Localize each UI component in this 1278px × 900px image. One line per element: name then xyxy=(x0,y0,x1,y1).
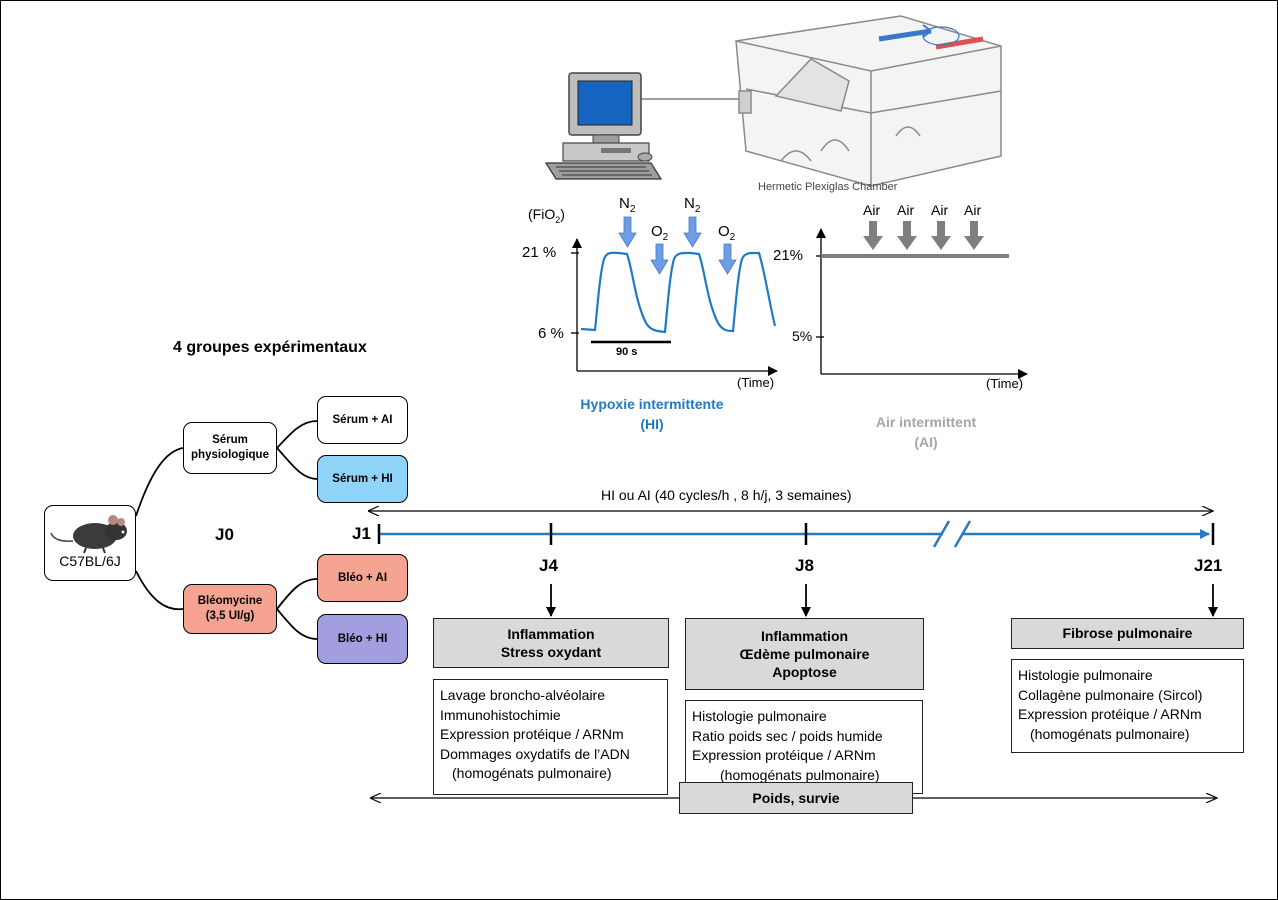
group-tree-lines xyxy=(135,420,318,640)
chamber-icon xyxy=(735,15,1002,187)
air-label-2: Air xyxy=(897,202,915,218)
day-j21: J21 xyxy=(1194,556,1223,575)
j4-outcome-line: Inflammation xyxy=(507,625,595,642)
j8-outcome-line: Œdème pulmonaire xyxy=(739,645,870,662)
computer-icon xyxy=(544,72,741,180)
serum-box: Sérum physiologique xyxy=(183,422,277,474)
mouse-icon xyxy=(50,515,127,554)
j21-method: Expression protéique / ARNm xyxy=(1018,706,1202,722)
j8-outcome-line: Apoptose xyxy=(772,664,837,681)
weight-survival-label: Poids, survie xyxy=(752,789,840,806)
serum-label-1: Sérum xyxy=(212,434,248,447)
hi-bracket-label: 90 s xyxy=(616,346,638,358)
mouse-strain-box: C57BL/6J xyxy=(44,505,136,581)
bleo-hi-box: Bléo + HI xyxy=(317,614,408,664)
day-j8: J8 xyxy=(795,556,814,575)
air-label-4: Air xyxy=(964,202,982,218)
ai-ytick-5: 5% xyxy=(792,328,813,344)
j21-method: Collagène pulmonaire (Sircol) xyxy=(1018,686,1203,703)
protocol-label: HI ou AI (40 cycles/h , 8 h/j, 3 semaine… xyxy=(601,487,852,503)
bleo-label-2: (3,5 UI/g) xyxy=(205,610,255,622)
j4-outcome-box: Inflammation Stress oxydant xyxy=(433,618,669,668)
ai-xlabel: (Time) xyxy=(986,376,1024,391)
j4-method: Lavage broncho-alvéolaire xyxy=(440,687,605,703)
j21-method: Histologie pulmonaire xyxy=(1018,667,1153,683)
j8-method: Ratio poids sec / poids humide xyxy=(692,727,883,744)
n2-label-2: N2 xyxy=(684,195,701,215)
air-label-3: Air xyxy=(931,202,949,218)
hi-ytick-6: 6 % xyxy=(538,325,564,342)
bleo-ai-box: Bléo + AI xyxy=(317,554,408,602)
j8-outcome-line: Inflammation xyxy=(760,627,849,644)
hi-chart xyxy=(571,216,778,376)
j21-outcome-box: Fibrose pulmonaire xyxy=(1011,618,1244,649)
j4-methods-box: Lavage broncho-alvéolaire Immunohistochi… xyxy=(433,679,668,795)
air-label-1: Air xyxy=(863,202,881,218)
j4-method: Dommages oxydatifs de l’ADN xyxy=(440,745,630,762)
j4-outcome-line: Stress oxydant xyxy=(500,644,602,660)
j21-methods-box: Histologie pulmonaire Collagène pulmonai… xyxy=(1011,659,1244,753)
j4-method: Immunohistochimie xyxy=(440,706,561,723)
ai-chart xyxy=(816,221,1028,379)
serum-hi-box: Sérum + HI xyxy=(317,455,408,503)
groups-title: 4 groupes expérimentaux xyxy=(173,339,367,356)
day-j0: J0 xyxy=(215,525,234,544)
j4-method: Expression protéique / ARNm xyxy=(440,726,624,742)
j8-outcome-box: Inflammation Œdème pulmonaire Apoptose xyxy=(685,618,924,690)
timeline xyxy=(377,520,1215,548)
ai-title: Air intermittent(AI) xyxy=(875,414,977,450)
j21-method: (homogénats pulmonaire) xyxy=(1030,725,1190,742)
o2-label-1: O2 xyxy=(651,223,669,243)
ai-ytick-21: 21% xyxy=(773,247,804,264)
hi-ytick-21: 21 % xyxy=(522,244,557,261)
day-j1: J1 xyxy=(352,524,371,543)
j8-method: (homogénats pulmonaire) xyxy=(720,766,880,783)
day-j4: J4 xyxy=(539,556,558,575)
j8-method: Expression protéique / ARNm xyxy=(692,747,876,763)
mouse-strain-label: C57BL/6J xyxy=(59,552,121,569)
j8-methods-box: Histologie pulmonaire Ratio poids sec / … xyxy=(685,700,923,794)
j8-method: Histologie pulmonaire xyxy=(692,708,827,724)
hi-ylabel: (FiO2) xyxy=(528,206,565,225)
bleo-label-1: Bléomycine xyxy=(197,595,263,608)
bleo-box: Bléomycine (3,5 UI/g) xyxy=(183,584,277,634)
j21-outcome-line: Fibrose pulmonaire xyxy=(1062,625,1193,642)
hi-xlabel: (Time) xyxy=(737,375,775,390)
chamber-label: Hermetic Plexiglas Chamber xyxy=(758,181,898,193)
weight-survival-box: Poids, survie xyxy=(679,782,913,814)
o2-label-2: O2 xyxy=(718,223,736,243)
hi-title: Hypoxie intermittente(HI) xyxy=(580,396,724,432)
serum-ai-box: Sérum + AI xyxy=(317,396,408,444)
serum-label-2: physiologique xyxy=(191,449,269,461)
n2-label-1: N2 xyxy=(619,195,636,215)
j4-method: (homogénats pulmonaire) xyxy=(452,765,612,781)
